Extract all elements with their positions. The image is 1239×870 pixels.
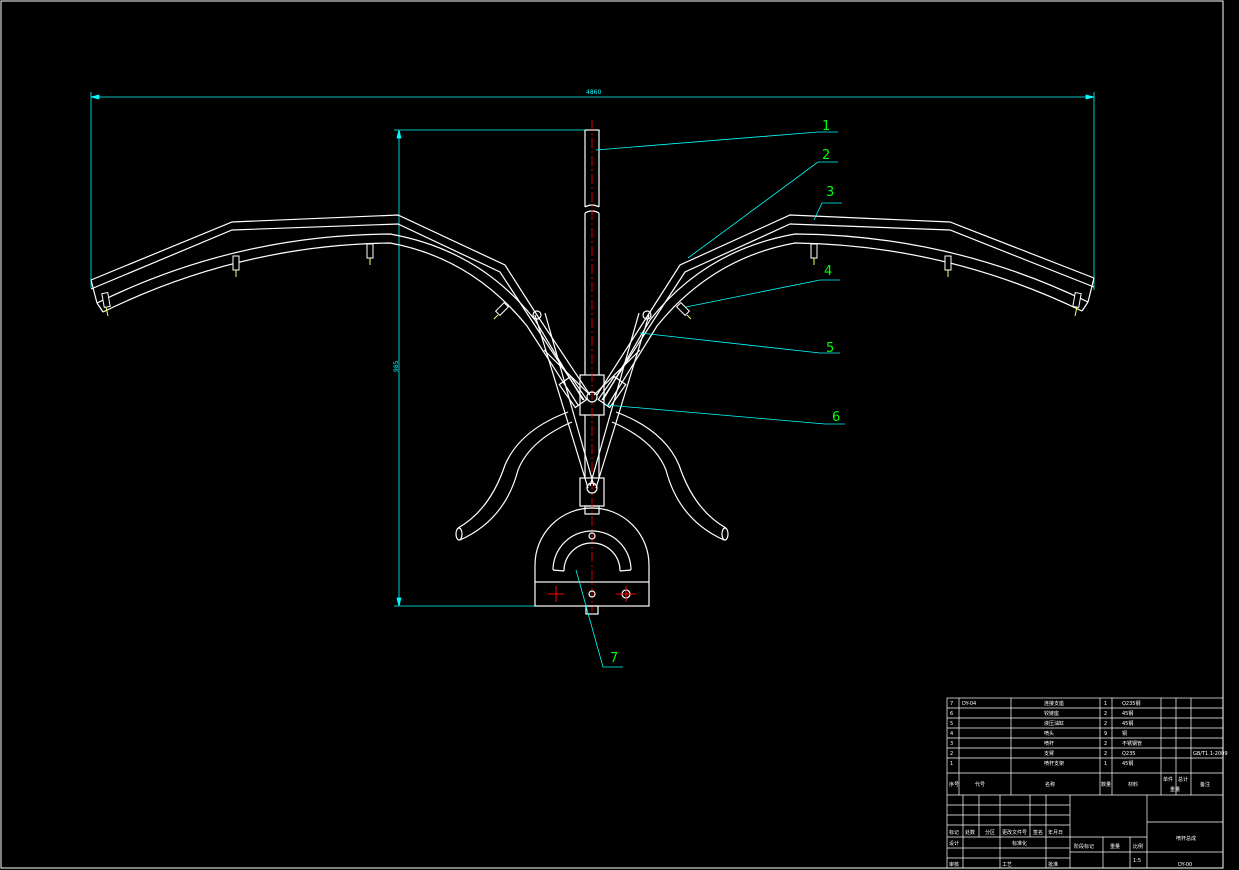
part-label-4: 4 — [824, 264, 832, 279]
sign-label-sign: 签名 — [1033, 829, 1043, 836]
stage-label: 阶段标记 — [1074, 843, 1094, 850]
bom-cell-name: 连接支座 — [1044, 700, 1064, 707]
bom-cell-material: 不锈钢管 — [1122, 740, 1142, 747]
part-label-5: 5 — [826, 341, 834, 356]
nozzle — [1072, 292, 1082, 317]
nozzle — [675, 301, 692, 320]
bom-cell-name: 支臂 — [1044, 750, 1054, 757]
bom-cell-seq: 5 — [950, 721, 953, 727]
nozzle — [366, 243, 374, 265]
bom-header-remark: 备注 — [1200, 781, 1210, 788]
sign-label-change: 更改文件号 — [1002, 829, 1027, 836]
bom-cell-seq: 7 — [950, 701, 953, 707]
bom-header-seq: 序号 — [949, 781, 959, 788]
scale-label: 比例 — [1133, 843, 1143, 850]
nozzle — [493, 301, 510, 320]
sign-label-process: 工艺 — [1002, 862, 1012, 868]
bom-cell-name: 喷杆 — [1044, 740, 1054, 747]
bracket-marks — [548, 586, 636, 602]
bom-header-material: 材料 — [1128, 781, 1138, 788]
nozzle — [810, 243, 818, 265]
weight-label: 重量 — [1110, 843, 1120, 850]
title-block: 7 DY-04 连接支座 1 Q235钢 6 铰链座 2 45钢 5 液压油缸 2 45钢 4 喷头 9 铜 3 喷… — [946, 697, 1228, 869]
dimension-lines — [90, 92, 1095, 607]
right-boom — [596, 214, 1095, 406]
bom-cell-seq: 6 — [950, 711, 953, 717]
bom-cell-name: 喷杆支架 — [1044, 760, 1064, 767]
part-label-1: 1 — [822, 119, 830, 134]
lower-arms — [455, 411, 729, 541]
dim-height-text: 985 — [393, 360, 400, 372]
bom-cell-qty: 2 — [1104, 721, 1107, 727]
bom-cell-material: 45钢 — [1122, 710, 1133, 717]
bom-text: 7 DY-04 连接支座 1 Q235钢 6 铰链座 2 45钢 5 液压油缸 2 45钢 4 喷头 9 铜 3 喷… — [950, 700, 1142, 767]
bom-cell-seq: 3 — [950, 741, 953, 747]
left-boom — [90, 214, 591, 406]
part-label-6: 6 — [832, 410, 840, 425]
bom-cell-qty: 2 — [1104, 711, 1107, 717]
leader-lines — [575, 131, 845, 668]
bom-header-qty: 数量 — [1101, 781, 1111, 788]
bom-cell-material: 铜 — [1122, 730, 1127, 737]
bom-cell-name: 喷头 — [1044, 730, 1054, 737]
mounting-bracket — [534, 507, 650, 615]
drawing-name: 喷杆总成 — [1176, 835, 1196, 842]
part-label-2: 2 — [822, 148, 830, 163]
bom-cell-name: 液压油缸 — [1044, 720, 1064, 727]
bom-cell-code: DY-04 — [962, 701, 976, 707]
bom-cell-qty: 9 — [1104, 731, 1107, 737]
bom-header-unit: 单件 — [1163, 776, 1173, 783]
part-label-3: 3 — [826, 185, 834, 200]
bom-header-total: 总计 — [1178, 776, 1188, 783]
nozzle — [101, 292, 111, 317]
sign-label-standard: 标准化 — [1012, 840, 1027, 847]
sign-label-date: 年月日 — [1048, 829, 1063, 836]
drawing-number: DY-00 — [1178, 862, 1192, 868]
bom-header-weight: 重量 — [1170, 786, 1180, 793]
bom-cell-material: Q235 — [1122, 751, 1135, 757]
hydraulic-links — [532, 310, 652, 494]
bom-cell-qty: 1 — [1104, 701, 1107, 707]
dim-width-text: 4860 — [586, 89, 601, 96]
sign-label-zone: 分区 — [985, 829, 995, 836]
part-label-7: 7 — [610, 651, 618, 666]
sign-label-mark: 标记 — [949, 829, 959, 836]
bom-cell-material: 45钢 — [1122, 760, 1133, 767]
bom-cell-material: 45钢 — [1122, 720, 1133, 727]
sign-label-design: 设计 — [949, 840, 959, 847]
title-block-labels: 序号 代号 名称 数量 材料 单件 总计 重量 备注 GB/T1.1-2009 … — [949, 751, 1228, 868]
part-labels: 1 2 3 4 5 6 7 — [610, 119, 840, 666]
sign-label-count: 处数 — [965, 829, 975, 836]
nozzles — [101, 243, 1082, 320]
bom-cell-material: Q235钢 — [1122, 700, 1140, 707]
nozzle — [944, 255, 952, 277]
bom-extra: GB/T1.1-2009 — [1193, 751, 1228, 757]
nozzle — [232, 255, 240, 277]
bom-header-code: 代号 — [975, 781, 985, 788]
sign-label-review: 审核 — [949, 861, 959, 868]
bom-cell-name: 铰链座 — [1044, 710, 1059, 717]
bom-cell-qty: 1 — [1104, 761, 1107, 767]
bom-cell-qty: 2 — [1104, 741, 1107, 747]
bom-cell-seq: 1 — [950, 761, 953, 767]
sign-label-approve: 批准 — [1048, 861, 1058, 868]
bom-cell-qty: 2 — [1104, 751, 1107, 757]
bom-cell-seq: 2 — [950, 751, 953, 757]
bom-cell-seq: 4 — [950, 731, 953, 737]
bom-header-name: 名称 — [1045, 781, 1055, 788]
scale-value: 1:5 — [1133, 858, 1141, 864]
